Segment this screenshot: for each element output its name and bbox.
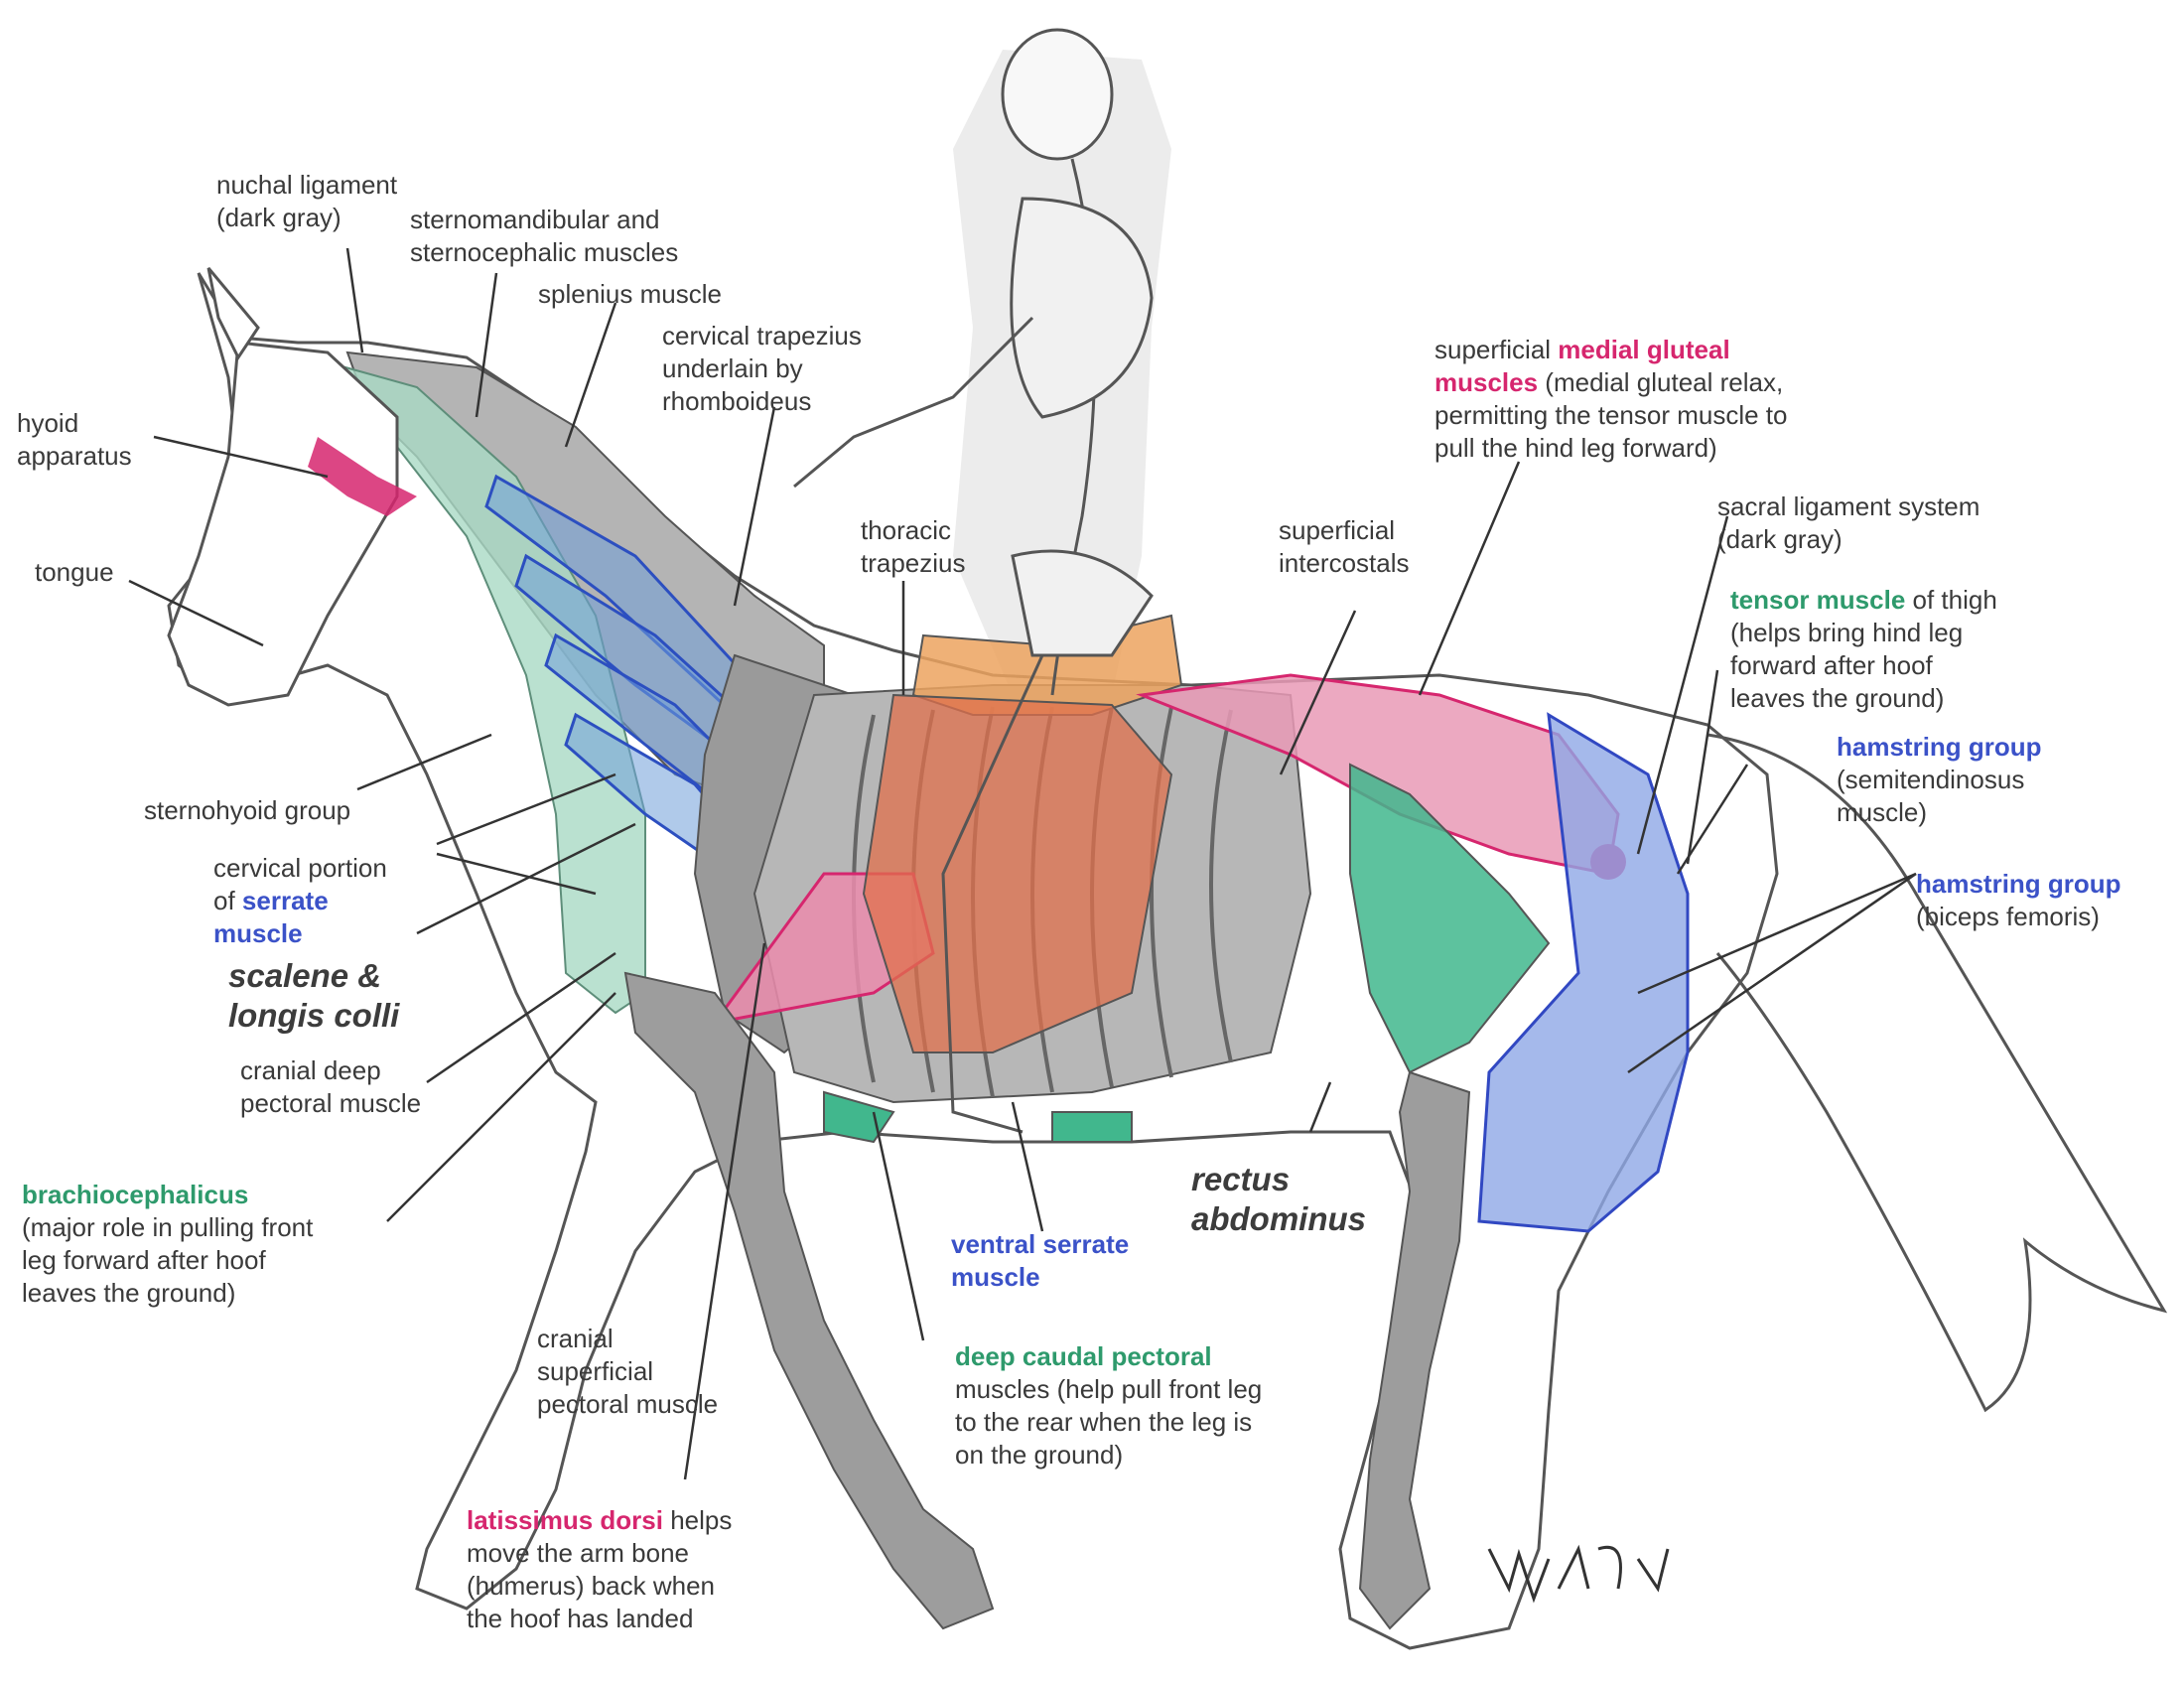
label-line: superficial [537, 1355, 718, 1388]
label-line: of serrate [213, 885, 387, 917]
label-splenius: splenius muscle [538, 278, 722, 311]
label-line: pectoral muscle [240, 1087, 421, 1120]
ventral-serrate-strip [1052, 1112, 1132, 1142]
label-line: latissimus dorsi helps [467, 1504, 732, 1537]
label-highlight: muscles [1434, 367, 1538, 397]
label-line: ventral serrate [951, 1228, 1129, 1261]
label-line: underlain by [662, 352, 862, 385]
label-line: move the arm bone [467, 1537, 732, 1570]
label-highlight: medial gluteal [1558, 335, 1729, 364]
label-line: sacral ligament system [1717, 490, 1979, 523]
label-line: muscles (help pull front leg [955, 1373, 1262, 1406]
label-line: abdominus [1191, 1199, 1366, 1239]
label-latissimus-dorsi: latissimus dorsi helps move the arm bone… [467, 1504, 732, 1635]
label-pre: superficial [1434, 335, 1558, 364]
label-line: to the rear when the leg is [955, 1406, 1262, 1439]
label-of: of [213, 886, 242, 915]
label-title: hamstring group [1837, 731, 2042, 764]
label-line: pull the hind leg forward) [1434, 432, 1788, 465]
label-ventral-serrate: ventral serrate muscle [951, 1228, 1129, 1294]
label-tensor-muscle: tensor muscle of thigh (helps bring hind… [1730, 584, 1997, 715]
label-line: superficial [1279, 514, 1410, 547]
label-line: leaves the ground) [22, 1277, 313, 1310]
label-line: scalene & [228, 956, 399, 996]
label-line: leg forward after hoof [22, 1244, 313, 1277]
label-cervical-serrate: cervical portion of serrate muscle [213, 852, 387, 950]
label-post: (medial gluteal relax, [1538, 367, 1783, 397]
label-cervical-trapezius: cervical trapezius underlain by rhomboid… [662, 320, 862, 418]
label-nuchal-ligament: nuchal ligament (dark gray) [216, 169, 397, 234]
label-highlight: latissimus dorsi [467, 1505, 663, 1535]
label-hamstring-biceps: hamstring group (biceps femoris) [1916, 868, 2121, 933]
label-line: cervical portion [213, 852, 387, 885]
label-sacral-ligament: sacral ligament system (dark gray) [1717, 490, 1979, 556]
hind-leg-bones [1360, 1072, 1469, 1628]
rider-skull [1003, 30, 1112, 159]
label-medial-gluteal: superficial medial gluteal muscles (medi… [1434, 334, 1788, 465]
label-line: intercostals [1279, 547, 1410, 580]
label-title: hamstring group [1916, 868, 2121, 901]
label-post: helps [663, 1505, 732, 1535]
label-line: cranial deep [240, 1054, 421, 1087]
label-line: splenius muscle [538, 278, 722, 311]
label-line: muscle) [1837, 796, 2042, 829]
label-hamstring-semitendinosus: hamstring group (semitendinosus muscle) [1837, 731, 2042, 829]
label-line: muscle [213, 917, 387, 950]
label-line: thoracic [861, 514, 966, 547]
label-line: rhomboideus [662, 385, 862, 418]
label-line: the hoof has landed [467, 1603, 732, 1635]
label-brachiocephalicus: brachiocephalicus (major role in pulling… [22, 1179, 313, 1310]
label-line: permitting the tensor muscle to [1434, 399, 1788, 432]
label-line: cranial [537, 1323, 718, 1355]
label-scalene-longis-colli: scalene & longis colli [228, 956, 399, 1036]
label-line: (semitendinosus [1837, 764, 2042, 796]
label-line: rectus [1191, 1160, 1366, 1199]
label-sternohyoid: sternohyoid group [144, 794, 350, 827]
label-line: nuchal ligament [216, 169, 397, 202]
label-line: sternohyoid group [144, 794, 350, 827]
label-line: tensor muscle of thigh [1730, 584, 1997, 617]
label-line: (helps bring hind leg [1730, 617, 1997, 649]
label-line: muscles (medial gluteal relax, [1434, 366, 1788, 399]
label-line: pectoral muscle [537, 1388, 718, 1421]
label-line: sternocephalic muscles [410, 236, 678, 269]
label-deep-caudal-pectoral: deep caudal pectoral muscles (help pull … [955, 1340, 1262, 1471]
label-line: leaves the ground) [1730, 682, 1997, 715]
label-post: of thigh [1905, 585, 1997, 615]
label-line: apparatus [17, 440, 132, 473]
label-highlight: tensor muscle [1730, 585, 1905, 615]
label-line: on the ground) [955, 1439, 1262, 1471]
label-rectus-abdominus: rectus abdominus [1191, 1160, 1366, 1239]
label-hyoid-apparatus: hyoid apparatus [17, 407, 132, 473]
tail [1707, 735, 2164, 1410]
label-cranial-superficial-pectoral: cranial superficial pectoral muscle [537, 1323, 718, 1421]
label-line: hyoid [17, 407, 132, 440]
label-line: trapezius [861, 547, 966, 580]
label-line: (dark gray) [216, 202, 397, 234]
label-line: (biceps femoris) [1916, 901, 2121, 933]
label-line: muscle [951, 1261, 1129, 1294]
label-serrate-highlight: serrate [242, 886, 329, 915]
label-superficial-intercostals: superficial intercostals [1279, 514, 1410, 580]
label-line: (major role in pulling front [22, 1211, 313, 1244]
label-tongue: tongue [35, 556, 114, 589]
label-title: brachiocephalicus [22, 1179, 313, 1211]
label-line: (humerus) back when [467, 1570, 732, 1603]
label-sternomandibular: sternomandibular and sternocephalic musc… [410, 204, 678, 269]
label-line: tongue [35, 556, 114, 589]
horse-head [169, 343, 397, 705]
label-line: (dark gray) [1717, 523, 1979, 556]
label-thoracic-trapezius: thoracic trapezius [861, 514, 966, 580]
label-line: cervical trapezius [662, 320, 862, 352]
label-cranial-deep-pectoral: cranial deep pectoral muscle [240, 1054, 421, 1120]
label-line: forward after hoof [1730, 649, 1997, 682]
label-line: sternomandibular and [410, 204, 678, 236]
label-line: superficial medial gluteal [1434, 334, 1788, 366]
label-line: longis colli [228, 996, 399, 1036]
label-title: deep caudal pectoral [955, 1340, 1262, 1373]
artist-signature [1489, 1547, 1668, 1599]
